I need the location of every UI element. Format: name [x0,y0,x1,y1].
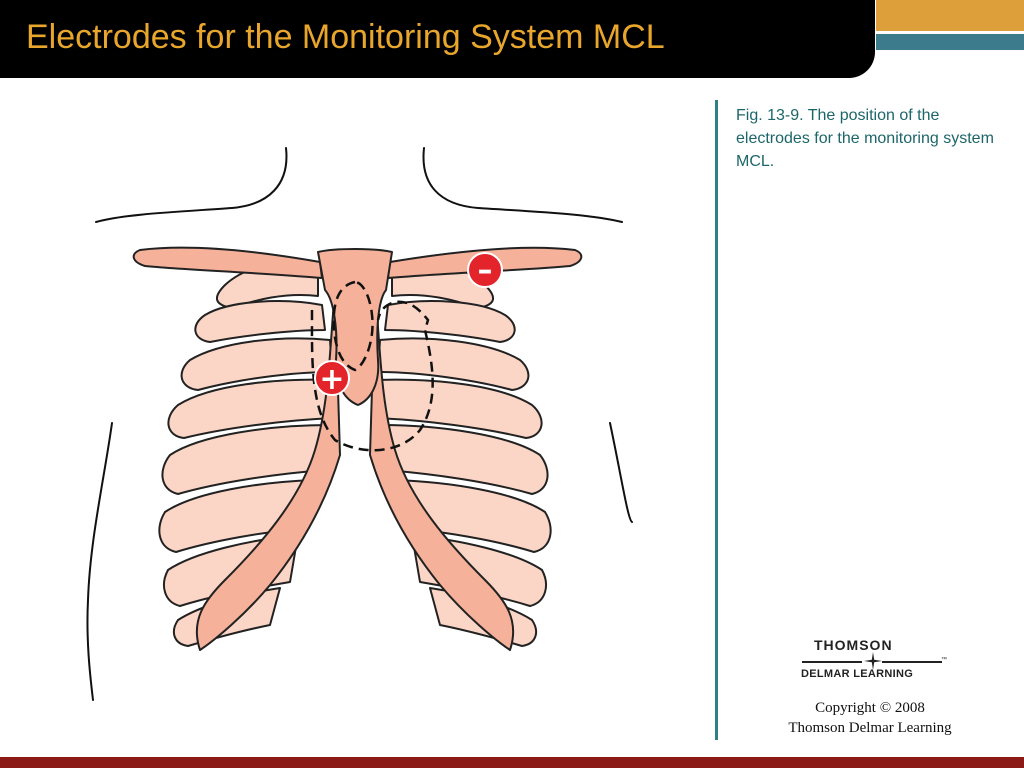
clavicle-left [132,246,323,279]
rib-left-3 [180,337,333,391]
electrode-negative-marker [467,252,503,288]
logo-rule-left [802,661,862,663]
logo-wordmark-thomson: THOMSON [814,637,893,653]
publisher-logo: THOMSON ™ DELMAR LEARNING [800,636,952,682]
copyright-notice: Copyright © 2008 Thomson Delmar Learning [760,698,980,738]
logo-wordmark-delmar: DELMAR LEARNING [801,668,914,680]
rib-left-2 [194,300,326,343]
body-outline [86,147,633,701]
star-icon [864,652,882,670]
torso-left-line [86,422,113,701]
electrode-positive-marker [314,360,350,396]
costal-cartilage [195,289,515,651]
electrode-positive-symbol: + [319,362,344,397]
title-bar: Electrodes for the Monitoring System MCL [0,0,875,78]
electrode-negative: – [467,252,503,288]
heart-outline-path [332,280,374,372]
cartilage-left [195,289,341,651]
rib-left-4 [167,378,336,439]
copyright-line-1: Copyright © 2008 [815,700,925,716]
vertical-divider [715,100,718,740]
torso-right-line [609,422,633,523]
rib-right-6 [394,479,552,553]
slide-title: Electrodes for the Monitoring System MCL [26,18,665,56]
neck-left-line [95,147,288,223]
logo-rule-right [882,661,942,663]
heart-outline [310,280,434,452]
footer-bar [0,757,1024,768]
rib-right-2 [384,300,516,343]
electrode-positive: + [314,360,350,397]
electrode-negative-symbol: – [478,253,493,288]
rib-right-4 [374,378,543,439]
rib-right-3 [377,337,530,391]
cartilage-right [369,289,515,651]
copyright-line-2: Thomson Delmar Learning [788,720,952,736]
figure-caption: Fig. 13-9. The position of the electrode… [736,107,994,170]
rib-left-6 [158,479,316,553]
logo-trademark: ™ [941,657,947,663]
accent-bar-teal [876,34,1024,50]
rib-cage-illustration: – + [86,147,633,701]
rib-right-5 [379,424,549,495]
neck-right-line [422,147,623,223]
accent-bar-orange [876,0,1024,31]
rib-left-5 [161,424,331,495]
